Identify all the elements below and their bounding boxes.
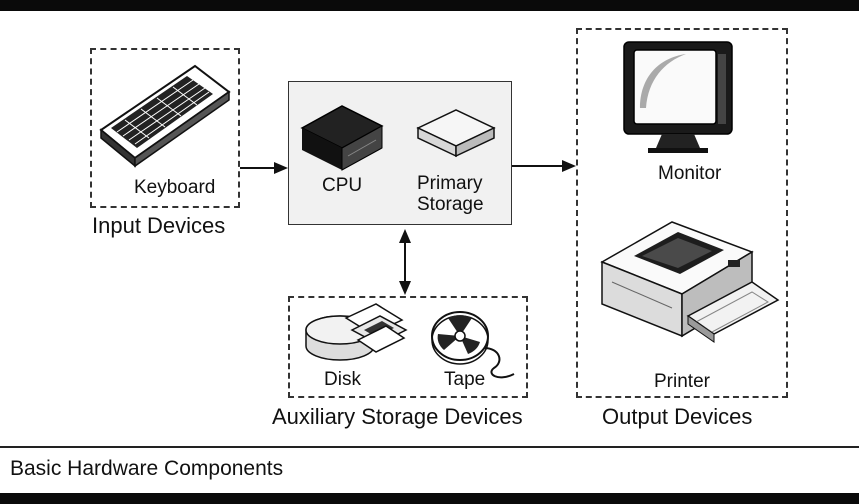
figure-caption: Basic Hardware Components <box>10 457 284 480</box>
storage-box-icon <box>416 109 496 158</box>
bottom-rule <box>0 493 859 504</box>
keyboard-icon <box>99 64 231 168</box>
primary-storage-label-line1: Primary <box>417 173 483 194</box>
printer-label: Printer <box>654 371 710 392</box>
output-devices-title: Output Devices <box>602 404 753 429</box>
disk-label: Disk <box>324 369 361 390</box>
output-devices-box <box>576 28 788 398</box>
disk-icon <box>305 303 408 361</box>
caption-divider <box>0 446 859 448</box>
monitor-label: Monitor <box>658 163 722 184</box>
monitor-icon <box>623 41 733 153</box>
auxiliary-storage-title: Auxiliary Storage Devices <box>272 404 523 429</box>
cpu-box-icon <box>300 105 384 171</box>
tape-label: Tape <box>444 369 486 390</box>
keyboard-label: Keyboard <box>134 177 216 198</box>
top-rule <box>0 0 859 11</box>
cpu-label: CPU <box>322 175 363 196</box>
primary-storage-label-line2: Storage <box>417 194 484 215</box>
tape-reel-icon <box>431 311 515 379</box>
arrow-cpu-to-output <box>512 160 576 172</box>
auxiliary-storage-box <box>288 296 528 398</box>
input-devices-box <box>90 48 240 208</box>
arrow-cpu-auxiliary <box>399 229 411 295</box>
printer-icon <box>600 221 780 343</box>
arrow-input-to-cpu <box>240 162 288 174</box>
input-devices-title: Input Devices <box>92 213 226 238</box>
